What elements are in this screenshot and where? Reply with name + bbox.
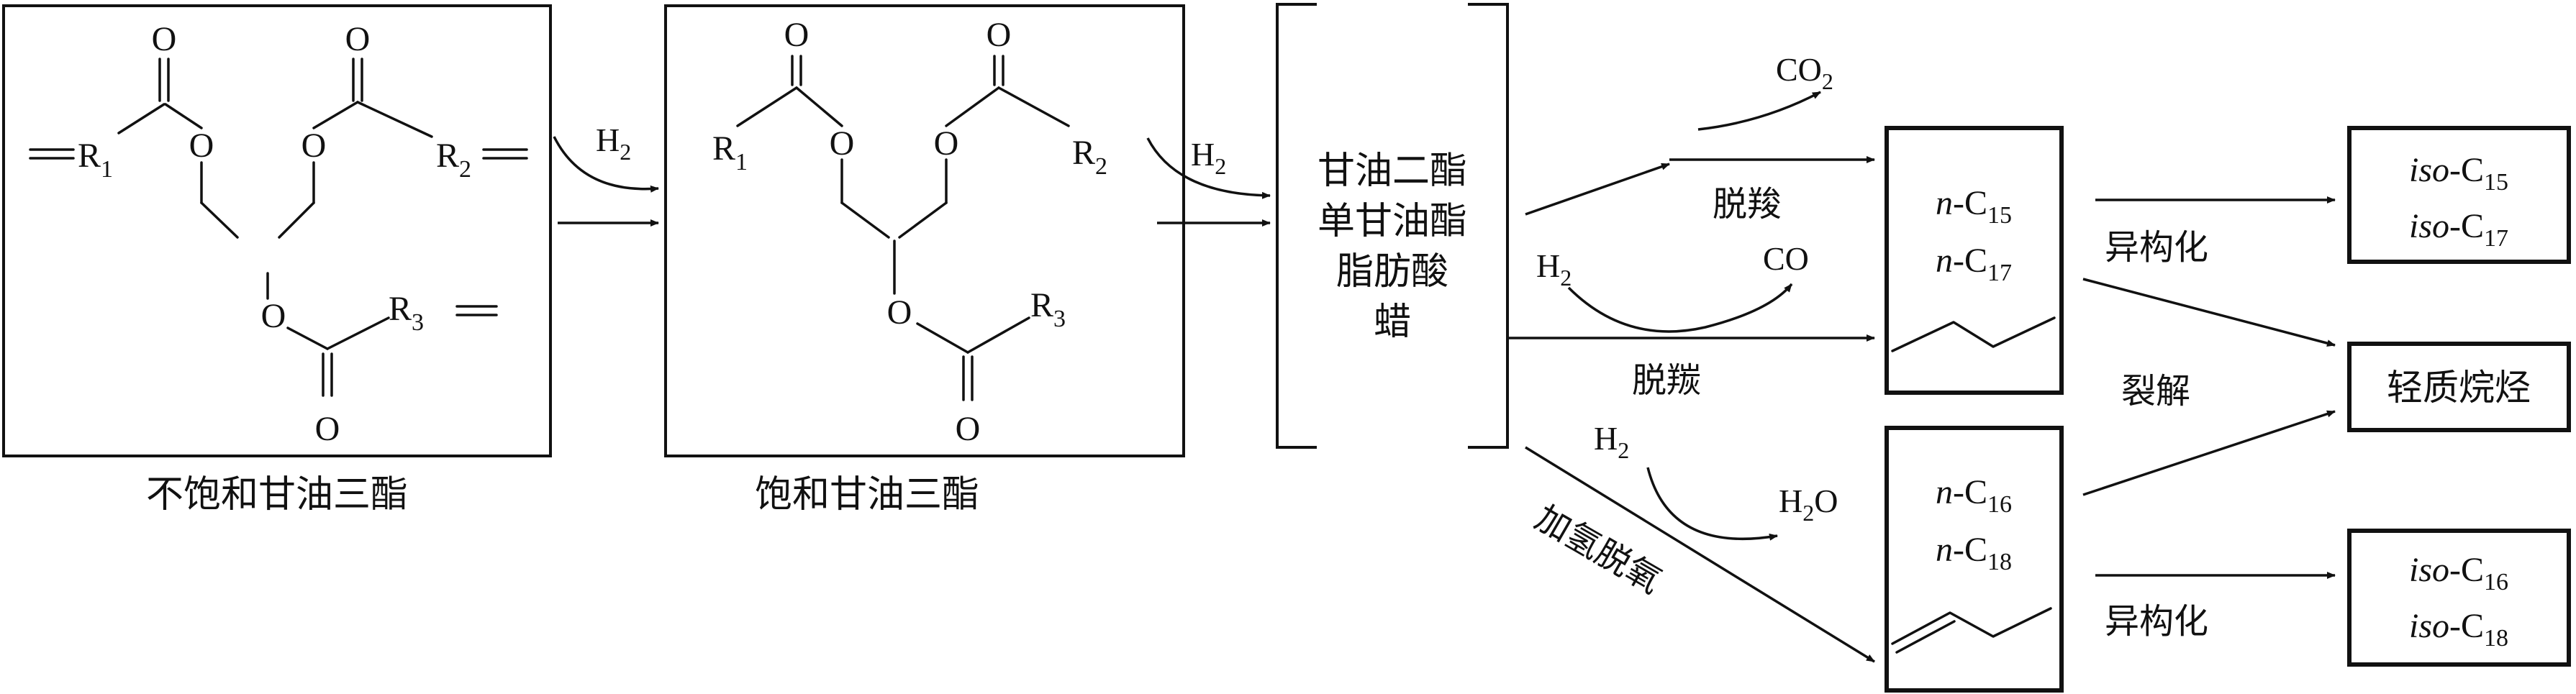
unsaturated-triglyceride-label: 不饱和甘油三酯	[146, 473, 408, 516]
n-c18-product: n-C18	[1936, 531, 2012, 575]
intermediates-group: 甘油二酯 单甘油酯 脂肪酸 蜡	[1276, 3, 1509, 449]
h2-curved-arrow-1	[553, 136, 659, 193]
h2-decarbonylation: H2	[1536, 247, 1572, 291]
iso-c18-product: iso-C18	[2409, 607, 2508, 652]
isomerization-top: 异构化	[2095, 196, 2336, 268]
left-bracket	[1276, 3, 1317, 449]
alkane-chain-icon	[1891, 316, 2056, 352]
intermediate-wax: 蜡	[1374, 301, 1411, 344]
iso-even-frame	[2347, 529, 2571, 667]
even-alkanes-box: n-C16 n-C18	[1885, 426, 2064, 693]
h2o-byproduct: H2O	[1779, 483, 1838, 526]
saturated-triglyceride-frame	[664, 4, 1185, 457]
decarboxylation-arrow-a	[1525, 163, 1670, 216]
sat-carbonyl-oxygen-1: O	[784, 16, 809, 54]
sat-r1-group: R1	[712, 129, 748, 175]
iso-odd-frame	[2347, 126, 2571, 264]
sat-ester-oxygen-2: O	[934, 124, 959, 163]
unsaturated-triglyceride-box: O O O O O O R1 R2 R3 不饱和甘油三酯	[2, 4, 552, 516]
light-alkanes-box: 轻质烷烃	[2347, 342, 2571, 432]
sat-r2-group: R2	[1072, 134, 1107, 180]
r3-group: R3	[389, 290, 424, 336]
sat-carbonyl-oxygen-2: O	[987, 16, 1012, 54]
cracking-label: 裂解	[2121, 371, 2190, 411]
cracking: 裂解	[2082, 278, 2336, 496]
right-bracket	[1468, 3, 1509, 449]
hydrodeoxygenation-label: 加氢脱氧	[1528, 498, 1668, 602]
isomerization-bottom: 异构化	[2095, 572, 2336, 642]
isomerization-label-bottom: 异构化	[2105, 601, 2208, 642]
odd-alkanes-box: n-C15 n-C17	[1885, 126, 2064, 395]
saturated-triglyceride-label: 饱和甘油三酯	[755, 473, 979, 516]
hydrodeoxygenation-path: H2 H2O 加氢脱氧	[1525, 420, 1875, 663]
sat-ester-oxygen-1: O	[830, 124, 855, 163]
cracking-arrow-from-even	[2082, 410, 2336, 496]
sat-carbonyl-oxygen-3: O	[956, 410, 981, 448]
co-byproduct: CO	[1763, 240, 1809, 277]
sat-ester-oxygen-3: O	[887, 293, 912, 332]
sat-r3-group: R3	[1030, 286, 1066, 332]
iso-odd-box: iso-C15 iso-C17	[2347, 126, 2571, 264]
unsaturated-triglyceride-frame	[2, 4, 552, 457]
ester-oxygen-2: O	[301, 127, 327, 165]
decarbonylation-path: H2 CO 脱羰	[1507, 240, 1875, 401]
iso-c16-product: iso-C16	[2409, 551, 2508, 595]
co2-release-arrow	[1697, 91, 1821, 131]
saturated-triglyceride-structure: O O O O O O R1 R2 R3	[712, 16, 1107, 448]
hydrogenation-step-1: H2	[553, 122, 659, 227]
decarboxylation-label: 脱羧	[1713, 184, 1782, 224]
n-c15-product: n-C15	[1936, 184, 2012, 229]
iso-even-box: iso-C16 iso-C18	[2347, 529, 2571, 667]
intermediate-monoglyceride: 单甘油酯	[1318, 200, 1467, 243]
h2o-release-arrow	[1646, 467, 1778, 541]
decarbonylation-label: 脱羰	[1632, 360, 1701, 401]
h2-reagent-2: H2	[1191, 136, 1226, 179]
carbonyl-oxygen-1: O	[152, 20, 177, 58]
co2-byproduct: CO2	[1776, 51, 1833, 94]
h2-curved-arrow-2	[1146, 137, 1271, 199]
carbonyl-oxygen-2: O	[345, 20, 371, 58]
carbonyl-oxygen-3: O	[315, 410, 340, 448]
hydrodeoxygenation-arrow	[1525, 446, 1875, 663]
h2-reagent-1: H2	[596, 122, 631, 165]
hydrogenation-step-2: H2	[1146, 136, 1271, 227]
iso-c17-product: iso-C17	[2409, 207, 2508, 252]
light-alkanes-frame	[2347, 342, 2571, 432]
h2-hydrodeoxygenation: H2	[1594, 420, 1629, 463]
ester-oxygen-3: O	[261, 297, 286, 335]
saturated-triglyceride-box: O O O O O O R1 R2 R3 饱和甘油三酯	[664, 4, 1185, 516]
r1-group: R1	[78, 137, 113, 183]
even-alkanes-frame	[1885, 426, 2064, 693]
co-release-arrow	[1567, 283, 1793, 333]
cracking-arrow-from-odd	[2082, 278, 2336, 347]
iso-c15-product: iso-C15	[2409, 151, 2508, 196]
ester-oxygen-1: O	[189, 127, 214, 165]
unsaturated-triglyceride-structure: O O O O O O R1 R2 R3	[29, 20, 528, 448]
n-c17-product: n-C17	[1936, 242, 2012, 286]
r2-group: R2	[436, 137, 471, 183]
light-alkanes-label: 轻质烷烃	[2387, 367, 2531, 408]
n-c16-product: n-C16	[1936, 473, 2012, 518]
isomerization-label-top: 异构化	[2105, 227, 2208, 268]
odd-alkanes-frame	[1885, 126, 2064, 395]
intermediate-fatty-acid: 脂肪酸	[1336, 250, 1448, 293]
alkene-chain-icon	[1891, 607, 2052, 645]
intermediate-diglyceride: 甘油二酯	[1318, 150, 1467, 193]
alkene-double-bond-line	[1895, 620, 1956, 654]
decarboxylation-path: CO2 脱羧	[1525, 51, 1875, 224]
